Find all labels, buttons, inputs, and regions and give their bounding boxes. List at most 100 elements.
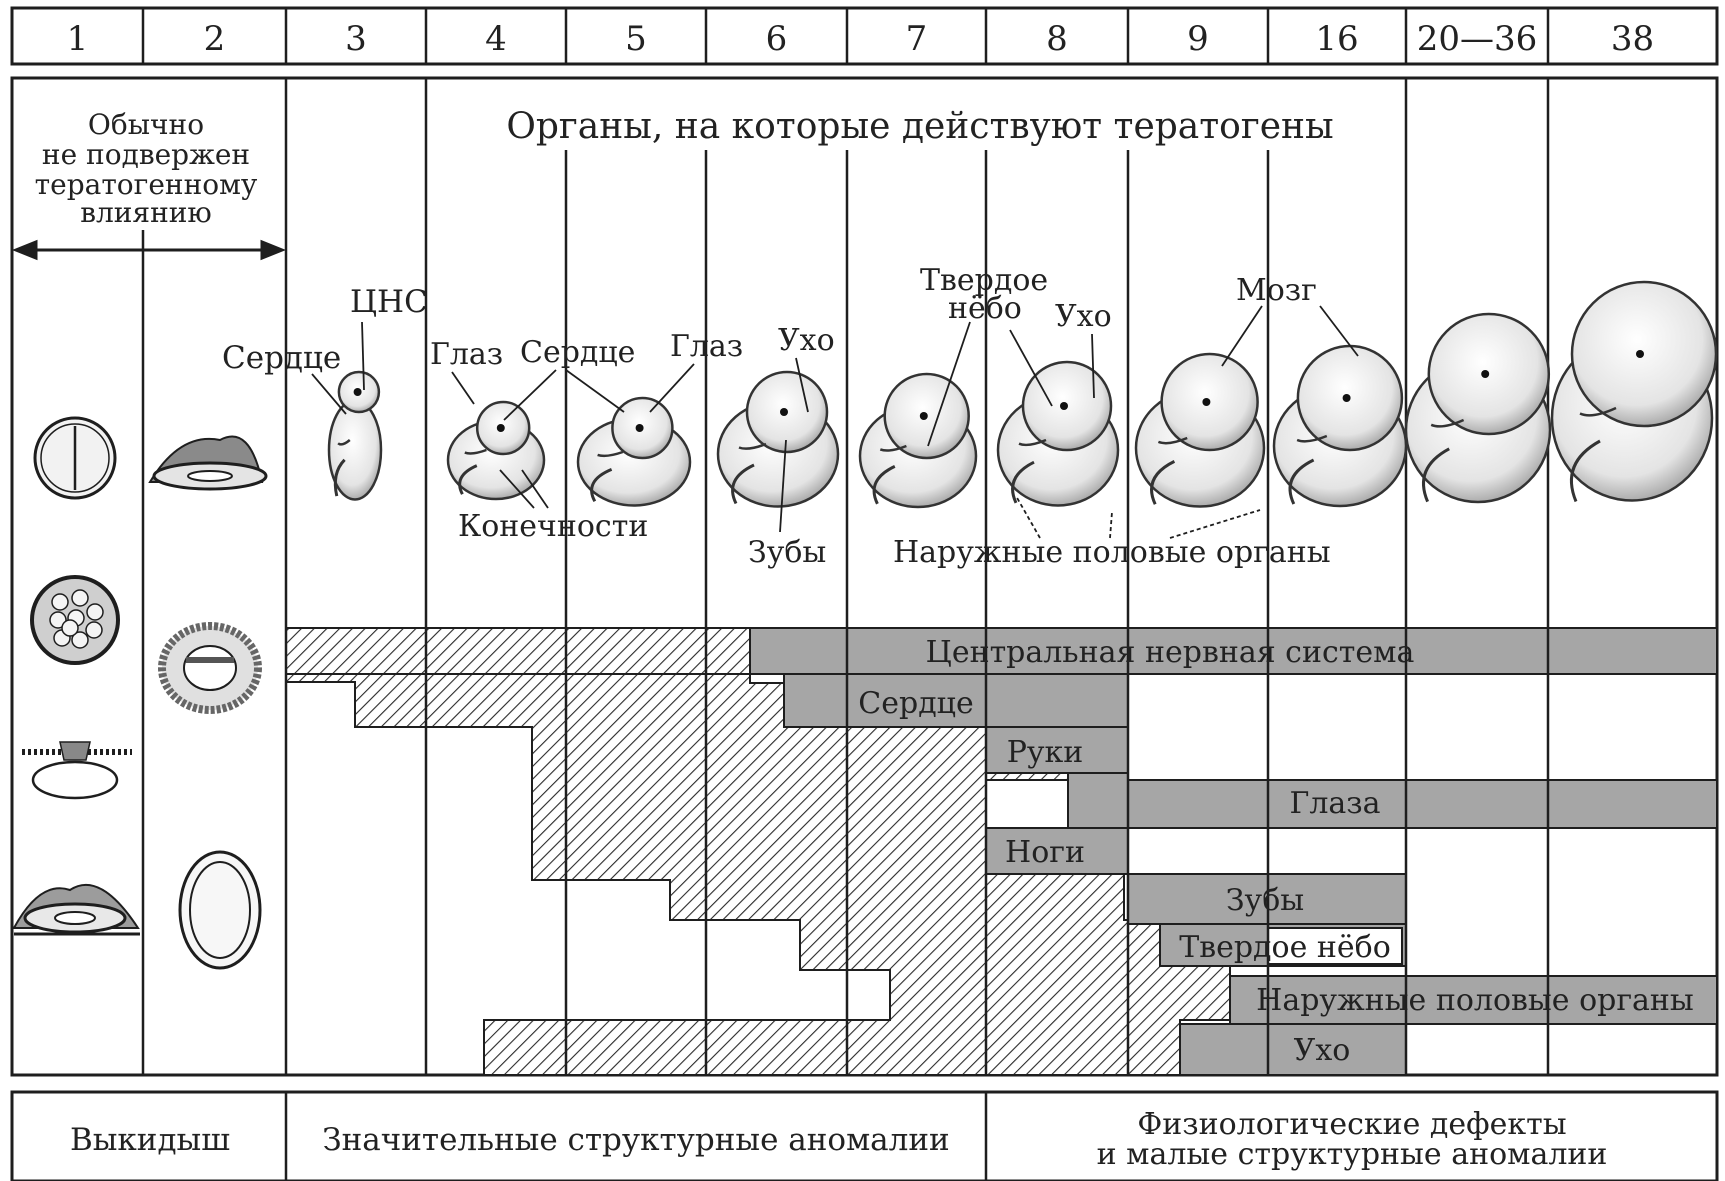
morula-cell bbox=[85, 621, 103, 639]
label-limbs: Конечности bbox=[458, 509, 648, 544]
two-cell-stage bbox=[33, 416, 117, 500]
embryo-eye bbox=[635, 424, 644, 432]
top-annotations: Обычно не подвержен тератогенному влияни… bbox=[11, 106, 1334, 261]
embryo-limb bbox=[1288, 458, 1315, 505]
double-arrow bbox=[11, 239, 287, 261]
embryo-figure bbox=[1404, 312, 1552, 504]
embryo-eye bbox=[919, 412, 928, 420]
embryo-arm bbox=[597, 450, 624, 458]
embryo-limb bbox=[872, 465, 896, 505]
implantation-1 bbox=[12, 884, 140, 936]
embryo-figure bbox=[996, 360, 1120, 507]
embryo-eye bbox=[353, 388, 362, 396]
hatched-cns-region bbox=[285, 627, 751, 675]
bilaminar-disc bbox=[158, 622, 262, 714]
embryo-figure bbox=[1550, 280, 1718, 503]
leader-lines bbox=[311, 305, 1359, 539]
embryo-limb bbox=[1570, 439, 1601, 503]
chorionic-sac bbox=[178, 850, 262, 970]
note-line-1: Обычно bbox=[88, 108, 204, 141]
week-label: 38 bbox=[1611, 19, 1654, 59]
bar-genitals bbox=[1229, 975, 1718, 1025]
outcome-physio-line-1: Физиологические дефекты bbox=[1137, 1107, 1566, 1142]
morula-cell bbox=[51, 593, 69, 611]
embryo-arm bbox=[1579, 406, 1617, 417]
bar-label-legs: Ноги bbox=[1005, 835, 1085, 870]
embryo-figure bbox=[716, 370, 840, 508]
week-label: 8 bbox=[1046, 19, 1068, 59]
top-title: Органы, на которые действуют тератогены bbox=[506, 106, 1333, 147]
embryo-limb bbox=[1422, 447, 1450, 503]
embryo-limb bbox=[731, 463, 755, 505]
embryo-eye bbox=[1636, 350, 1644, 358]
bar-cns bbox=[749, 627, 1718, 675]
bar-label-teeth: Зубы bbox=[1226, 883, 1304, 918]
embryo-eye bbox=[1481, 370, 1490, 378]
week-label: 2 bbox=[204, 19, 226, 59]
note-line-3: тератогенному bbox=[35, 168, 258, 201]
embryo-figure bbox=[858, 372, 978, 509]
embryo-drawings bbox=[327, 280, 1718, 509]
label-palate-1: Твердое bbox=[920, 263, 1048, 298]
label-cns: ЦНС bbox=[350, 284, 428, 320]
embryo-arm bbox=[738, 442, 767, 450]
embryo-annotations: ЦНС Сердце Глаз Сердце Глаз Ухо Твердое … bbox=[222, 263, 1359, 570]
bar-label-ear: Ухо bbox=[1294, 1033, 1351, 1068]
bar-label-palate: Твердое нёбо bbox=[1179, 930, 1391, 965]
week-label: 7 bbox=[906, 19, 928, 59]
label-teeth: Зубы bbox=[748, 535, 826, 570]
outcome-physio-line-2: и малые структурные аномалии bbox=[1097, 1137, 1608, 1172]
embryo-arm bbox=[1018, 438, 1047, 447]
implantation-2 bbox=[148, 435, 268, 491]
week-label: 6 bbox=[766, 19, 788, 59]
morula bbox=[30, 575, 120, 665]
embryo-arm bbox=[1157, 436, 1188, 445]
label-ear-wk6: Ухо bbox=[778, 323, 835, 358]
label-heart-wk3: Сердце bbox=[222, 340, 341, 376]
blastocyst-1 bbox=[22, 741, 132, 800]
week-label: 16 bbox=[1315, 19, 1358, 59]
label-eye-wk4: Глаз bbox=[430, 337, 503, 372]
outcomes-row: Выкидыш Значительные структурные аномали… bbox=[10, 1090, 1719, 1181]
embryo-figure bbox=[327, 370, 383, 501]
bar-eyes bbox=[1067, 772, 1718, 829]
morula-cell bbox=[86, 603, 104, 621]
bar-label-heart: Сердце bbox=[858, 686, 973, 721]
embryo-figure bbox=[446, 400, 546, 501]
embryo-arm bbox=[1296, 434, 1328, 443]
embryo-eye bbox=[496, 424, 505, 432]
column-dividers bbox=[141, 78, 1550, 1075]
embryo-limb bbox=[458, 464, 478, 495]
embryo-arm bbox=[337, 439, 351, 446]
embryo-figure bbox=[1134, 352, 1266, 508]
embryo-eye bbox=[1342, 394, 1351, 402]
embryo-arm bbox=[879, 444, 907, 452]
note-line-4: влиянию bbox=[80, 196, 212, 229]
bar-labels: Центральная нервная система Сердце Руки … bbox=[858, 635, 1694, 1068]
embryo-limb bbox=[333, 458, 346, 497]
embryo-arm bbox=[464, 448, 487, 455]
embryo-eye bbox=[1202, 398, 1211, 406]
early-stage-drawings bbox=[12, 416, 268, 970]
label-palate-2: нёбо bbox=[948, 291, 1022, 326]
label-ear-wk8: Ухо bbox=[1055, 299, 1112, 334]
bar-label-genitals: Наружные половые органы bbox=[1256, 983, 1694, 1018]
embryo-limb bbox=[590, 468, 613, 503]
note-line-2: не подвержен bbox=[42, 138, 250, 171]
label-eye-wk5: Глаз bbox=[670, 329, 743, 364]
outcome-miscarriage: Выкидыш bbox=[70, 1122, 230, 1158]
morula-cell bbox=[61, 619, 79, 637]
embryo-limb bbox=[1011, 460, 1035, 504]
week-label: 4 bbox=[485, 19, 507, 59]
week-label: 20—36 bbox=[1417, 19, 1538, 59]
bar-label-eyes: Глаза bbox=[1289, 786, 1380, 821]
morula-cell bbox=[49, 611, 67, 629]
label-brain: Мозг bbox=[1236, 273, 1317, 308]
week-label: 3 bbox=[345, 19, 367, 59]
label-genitals: Наружные половые органы bbox=[893, 535, 1331, 570]
outcome-major-anomalies: Значительные структурные аномалии bbox=[322, 1122, 949, 1158]
morula-cell bbox=[71, 631, 89, 649]
week-label: 9 bbox=[1187, 19, 1209, 59]
